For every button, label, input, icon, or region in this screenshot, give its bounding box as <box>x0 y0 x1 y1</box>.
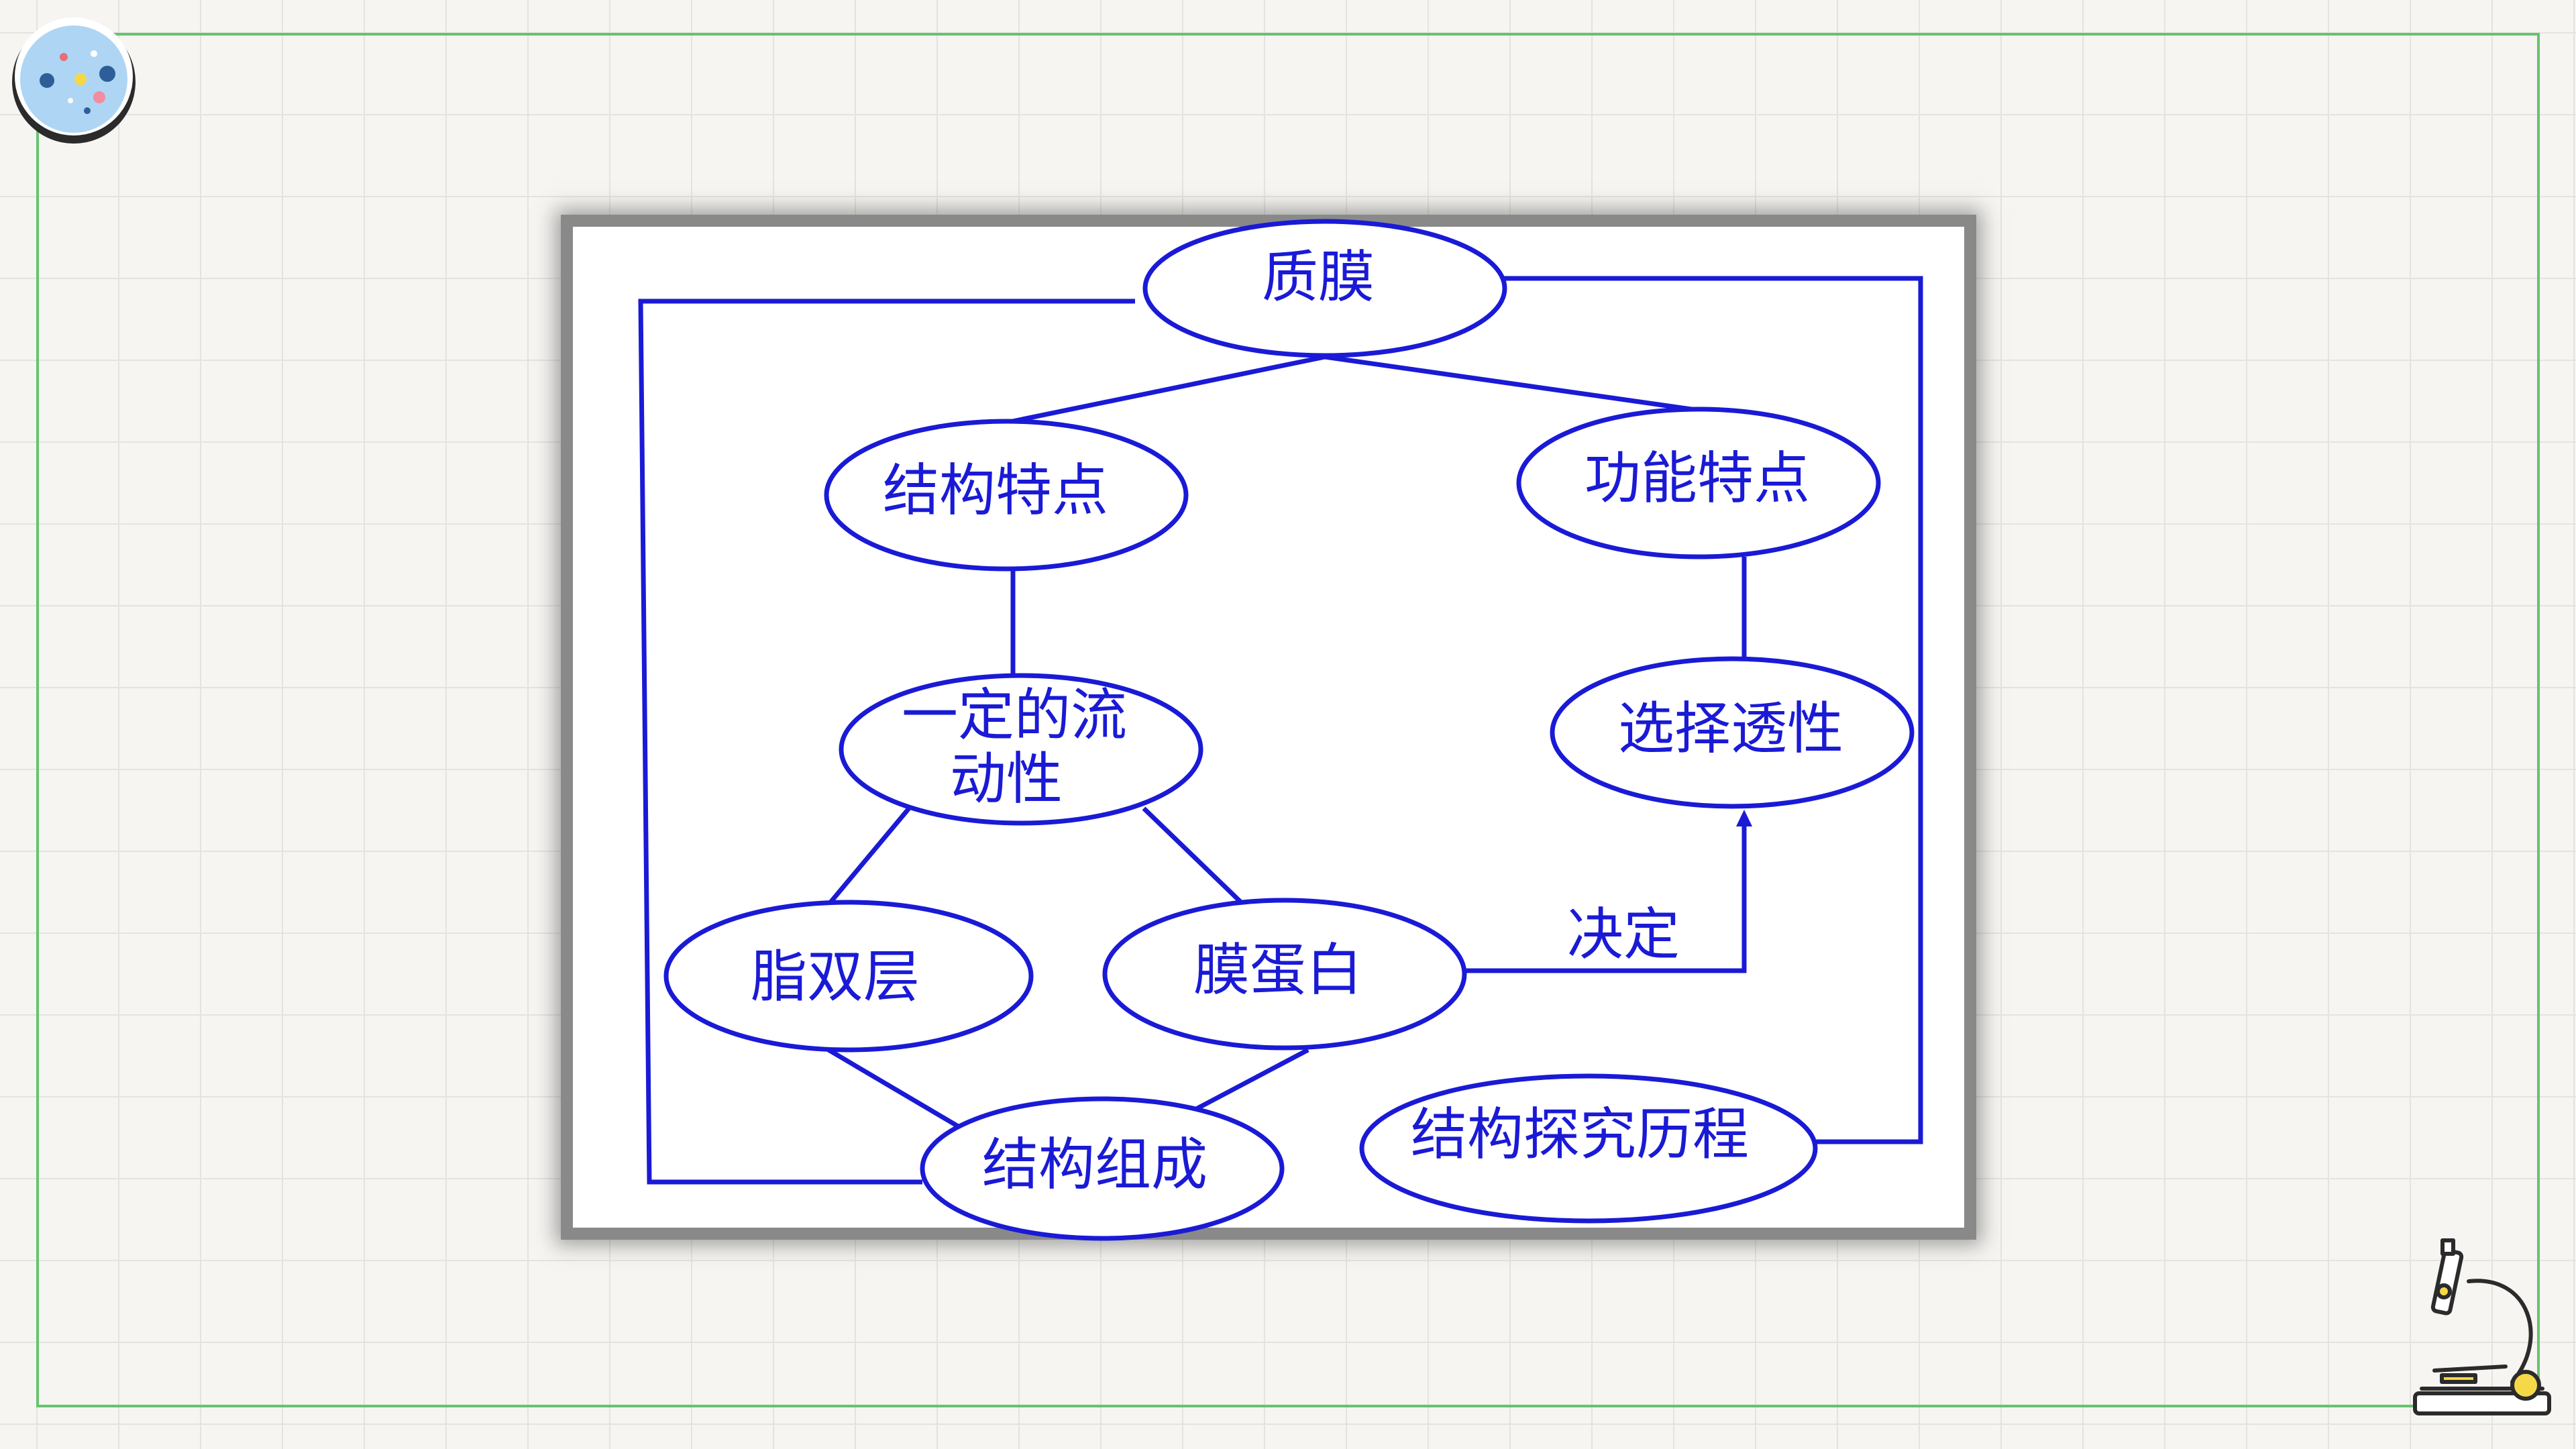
node-selective-permeability <box>1550 656 1915 809</box>
arrowhead-permeability <box>1736 810 1752 826</box>
node-lipid-bilayer <box>663 900 1034 1053</box>
node-membrane-protein <box>1102 898 1467 1051</box>
edge-membrane-structural <box>999 354 1326 427</box>
label-research-history: 结构探究历程 <box>1411 1102 1749 1167</box>
node-structural-composition <box>920 1096 1285 1241</box>
node-functional-feature <box>1516 407 1881 559</box>
edge-protein-composition <box>1186 1047 1309 1116</box>
slide-frame <box>36 33 2540 1407</box>
edge-membrane-history <box>1504 276 1923 1144</box>
label-determines: 决定 <box>1567 902 1680 967</box>
node-structural-feature <box>824 419 1189 572</box>
edge-protein-permeability <box>1466 822 1747 973</box>
label-functional-feature: 功能特点 <box>1585 445 1810 511</box>
edge-fluidity-protein <box>1142 806 1243 904</box>
label-selective-permeability: 选择透性 <box>1618 696 1843 761</box>
petri-dish-icon <box>12 17 136 144</box>
node-membrane <box>1142 219 1507 358</box>
label-structural-feature: 结构特点 <box>883 458 1108 523</box>
label-membrane-protein: 膜蛋白 <box>1193 937 1362 1003</box>
node-research-history <box>1359 1073 1818 1224</box>
edge-lipid-composition <box>827 1047 961 1130</box>
microscope-icon <box>2413 1238 2551 1415</box>
edge-membrane-functional <box>1324 354 1701 413</box>
label-membrane: 质膜 <box>1262 244 1375 310</box>
label-structural-composition: 结构组成 <box>982 1132 1208 1197</box>
label-fluidity-line1: 一定的流 <box>902 682 1127 748</box>
edge-fluidity-lipid <box>828 806 911 904</box>
label-lipid-bilayer: 脂双层 <box>751 944 920 1010</box>
edge-membrane-composition <box>638 299 1135 1185</box>
node-fluidity <box>839 673 1203 826</box>
label-fluidity-line2: 动性 <box>950 746 1063 812</box>
